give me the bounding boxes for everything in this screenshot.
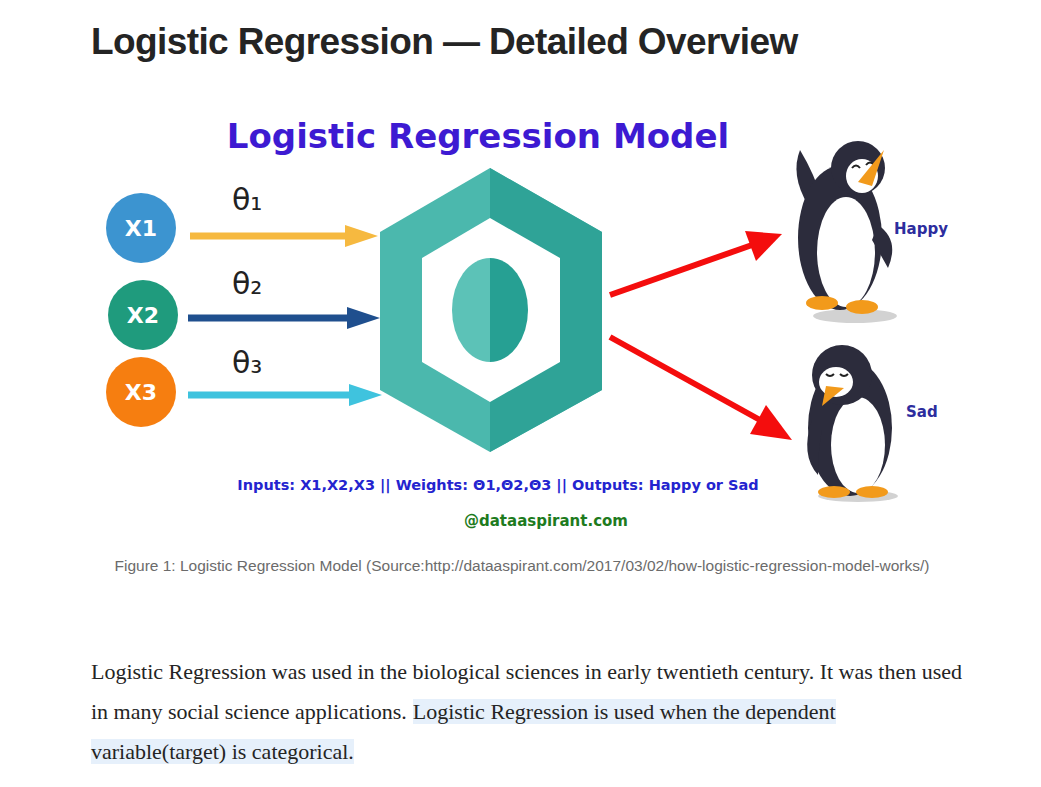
weight-label: θ₃ (232, 345, 262, 380)
model-hexagon (380, 168, 602, 452)
output-arrow (610, 231, 782, 295)
legend-line: Inputs: X1,X2,X3 || Weights: Θ1,Θ2,Θ3 ||… (237, 477, 758, 493)
weight-label: θ₁ (232, 182, 262, 217)
watermark: @dataaspirant.com (464, 512, 628, 530)
input-circle: X3 (106, 357, 176, 427)
diagram-title: Logistic Regression Model (227, 116, 729, 156)
output-arrow (610, 337, 792, 440)
sad-penguin (807, 345, 898, 502)
weight-arrow (188, 384, 382, 406)
input-circle: X2 (108, 280, 178, 350)
input-label: X3 (125, 380, 157, 405)
happy-penguin (796, 141, 897, 323)
input-label: X2 (127, 303, 159, 328)
input-circle: X1 (106, 193, 176, 263)
input-label: X1 (125, 216, 157, 241)
output-label: Sad (906, 403, 938, 421)
weight-arrow (190, 225, 378, 247)
weight-label: θ₂ (232, 266, 262, 301)
output-label: Happy (894, 220, 948, 238)
page-heading: Logistic Regression — Detailed Overview (91, 18, 798, 66)
weight-arrow (188, 307, 380, 329)
body-paragraph: Logistic Regression was used in the biol… (91, 652, 963, 772)
figure-caption: Figure 1: Logistic Regression Model (Sou… (104, 553, 940, 578)
